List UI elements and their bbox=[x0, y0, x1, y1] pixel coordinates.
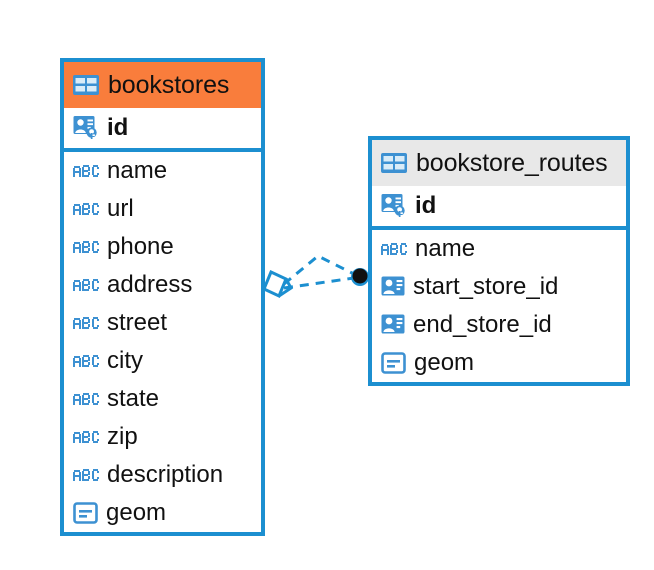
abc-text-icon bbox=[73, 468, 99, 482]
field-label: end_store_id bbox=[413, 311, 552, 338]
field-row-state[interactable]: state bbox=[64, 380, 261, 418]
foreign-key-icon bbox=[381, 275, 405, 299]
primary-key-icon bbox=[381, 193, 407, 219]
field-row-address[interactable]: address bbox=[64, 266, 261, 304]
entity-bookstore-routes[interactable]: bookstore_routes id bbox=[368, 136, 630, 386]
field-row-street[interactable]: street bbox=[64, 304, 261, 342]
field-label: description bbox=[107, 461, 224, 488]
field-row-id[interactable]: id bbox=[372, 186, 626, 230]
filled-circle-marker bbox=[351, 268, 369, 286]
field-row-geom[interactable]: geom bbox=[64, 494, 261, 532]
abc-text-icon bbox=[73, 392, 99, 406]
geometry-icon bbox=[73, 502, 98, 524]
entity-title: bookstore_routes bbox=[416, 148, 608, 177]
field-row-city[interactable]: city bbox=[64, 342, 261, 380]
field-row-phone[interactable]: phone bbox=[64, 228, 261, 266]
field-label: start_store_id bbox=[413, 273, 559, 300]
field-label: city bbox=[107, 347, 143, 374]
field-label: address bbox=[107, 271, 193, 298]
field-label: zip bbox=[107, 423, 138, 450]
entity-bookstores[interactable]: bookstores id bbox=[60, 58, 265, 536]
table-grid-icon bbox=[381, 153, 407, 173]
field-row-name[interactable]: name bbox=[372, 230, 626, 268]
field-label: state bbox=[107, 385, 160, 412]
field-label: url bbox=[107, 195, 134, 222]
field-row-name[interactable]: name bbox=[64, 152, 261, 190]
field-row-description[interactable]: description bbox=[64, 456, 261, 494]
connector-line-lower bbox=[283, 276, 355, 290]
field-row-url[interactable]: url bbox=[64, 190, 261, 228]
field-label: id bbox=[107, 114, 129, 141]
field-label: phone bbox=[107, 233, 174, 260]
entity-header-bookstore-routes[interactable]: bookstore_routes bbox=[372, 140, 626, 186]
entity-title: bookstores bbox=[108, 70, 230, 99]
abc-text-icon bbox=[73, 430, 99, 444]
abc-text-icon bbox=[73, 354, 99, 368]
abc-text-icon bbox=[73, 240, 99, 254]
field-label: name bbox=[107, 157, 168, 184]
abc-text-icon bbox=[381, 242, 407, 256]
field-row-geom[interactable]: geom bbox=[372, 344, 626, 382]
field-row-end-store-id[interactable]: end_store_id bbox=[372, 306, 626, 344]
geometry-icon bbox=[381, 352, 406, 374]
diamond-outline-marker bbox=[262, 269, 293, 299]
field-label: name bbox=[415, 235, 476, 262]
abc-text-icon bbox=[73, 278, 99, 292]
field-label: geom bbox=[414, 349, 475, 376]
primary-key-icon bbox=[73, 115, 99, 141]
foreign-key-icon bbox=[381, 313, 405, 337]
field-row-zip[interactable]: zip bbox=[64, 418, 261, 456]
entity-header-bookstores[interactable]: bookstores bbox=[64, 62, 261, 108]
field-label: geom bbox=[106, 499, 167, 526]
field-row-id[interactable]: id bbox=[64, 108, 261, 152]
field-row-start-store-id[interactable]: start_store_id bbox=[372, 268, 626, 306]
field-label: street bbox=[107, 309, 168, 336]
abc-text-icon bbox=[73, 164, 99, 178]
connector-line-upper bbox=[283, 254, 355, 286]
abc-text-icon bbox=[73, 316, 99, 330]
field-label: id bbox=[415, 192, 437, 219]
table-grid-icon bbox=[73, 75, 99, 95]
abc-text-icon bbox=[73, 202, 99, 216]
